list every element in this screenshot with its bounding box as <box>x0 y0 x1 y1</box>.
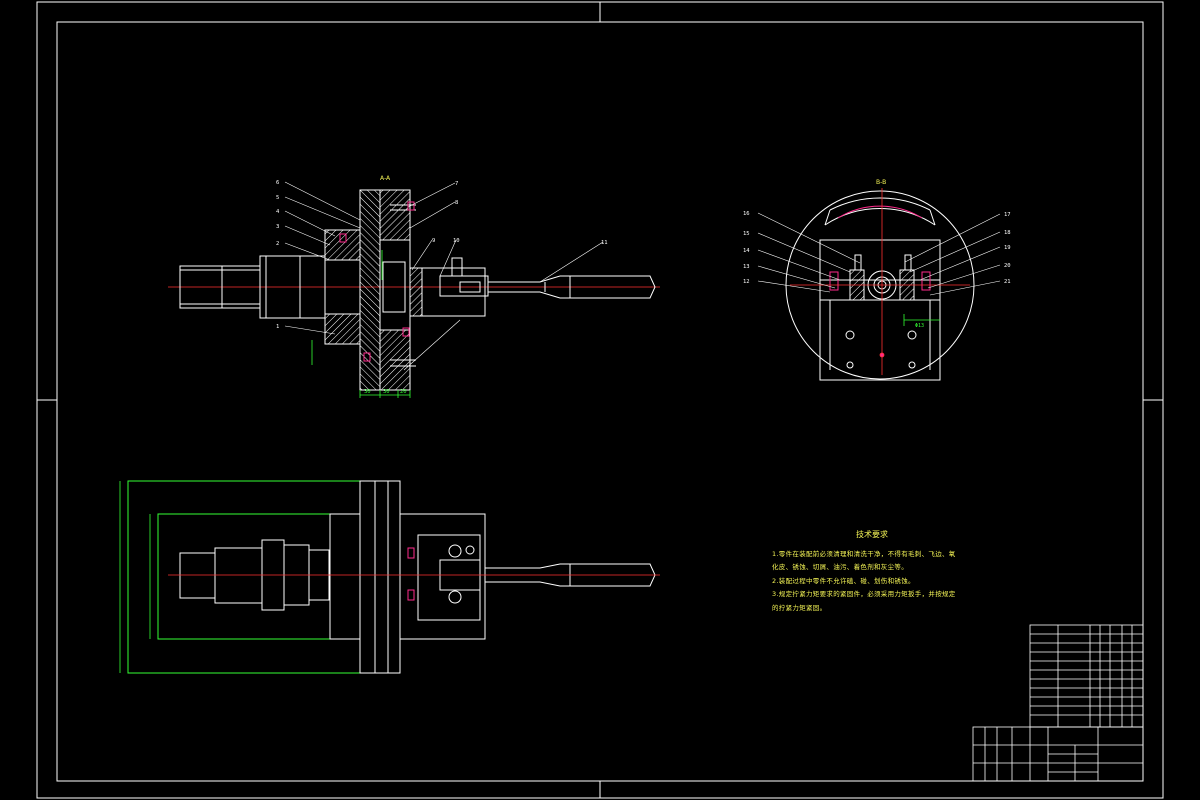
section-b-callout-lines <box>757 212 1001 296</box>
tech-line-1: 1.零件在装配前必须清理和清洗干净，不得有毛刺、飞边、氧 <box>772 549 956 558</box>
callout-1: 1 <box>276 324 279 330</box>
tech-line-3: 2.装配过程中零件不允许磕、碰、划伤和锈蚀。 <box>772 576 915 585</box>
callout-17: 17 <box>1004 212 1011 218</box>
callout-7: 7 <box>455 181 458 187</box>
section-a-dim-text: 30 30 20 <box>364 389 407 395</box>
callout-3: 3 <box>276 224 279 230</box>
callout-13: 13 <box>743 264 750 270</box>
top-view <box>127 480 656 674</box>
section-b-centerlines <box>790 188 970 375</box>
section-b-dimension <box>903 314 940 326</box>
callout-11: 11 <box>601 240 608 246</box>
callout-19: 19 <box>1004 245 1011 251</box>
title-block <box>972 726 1144 782</box>
callout-12: 12 <box>743 279 750 285</box>
callout-10: 10 <box>453 238 460 244</box>
technical-requirements: 技术要求 1.零件在装配前必须清理和清洗干净，不得有毛刺、飞边、氧 化皮、锈蚀、… <box>772 528 972 615</box>
dim-30-b: 30 <box>383 389 390 395</box>
section-b-callouts: 16 15 14 13 12 17 18 19 20 21 <box>743 211 1011 285</box>
section-b-dim-label: Φ13 <box>915 323 924 329</box>
top-view-dimensions <box>119 481 151 673</box>
section-a-callout-lines <box>284 181 604 371</box>
callout-15: 15 <box>743 231 750 237</box>
section-a-label: A-A <box>380 175 391 182</box>
technical-requirements-title: 技术要求 <box>856 530 888 539</box>
section-a-callouts: 6 5 4 3 2 1 7 8 9 10 11 <box>276 180 608 330</box>
section-b-view <box>785 190 975 381</box>
callout-18: 18 <box>1004 230 1011 236</box>
dim-30-a: 30 <box>364 389 371 395</box>
tech-line-5: 的拧紧力矩紧固。 <box>772 603 827 612</box>
callout-9: 9 <box>432 238 435 244</box>
section-a-view <box>168 189 660 391</box>
callout-21: 21 <box>1004 279 1011 285</box>
callout-8: 8 <box>455 200 458 206</box>
tech-line-4: 3.规定拧紧力矩要求的紧固件，必须采用力矩扳手，并按规定 <box>772 590 956 598</box>
callout-6: 6 <box>276 180 279 186</box>
callout-16: 16 <box>743 211 750 217</box>
sheet-border <box>36 1 1164 799</box>
dim-20: 20 <box>400 389 407 395</box>
section-b-label: B-B <box>876 179 886 186</box>
section-a-dimensions <box>311 250 411 398</box>
callout-5: 5 <box>276 195 279 201</box>
callout-4: 4 <box>276 209 280 215</box>
callout-14: 14 <box>743 248 750 254</box>
parts-list <box>1029 624 1144 728</box>
tech-line-2: 化皮、锈蚀、切屑、油污、着色剂和灰尘等。 <box>772 563 908 571</box>
callout-2: 2 <box>276 241 279 247</box>
callout-20: 20 <box>1004 263 1011 269</box>
